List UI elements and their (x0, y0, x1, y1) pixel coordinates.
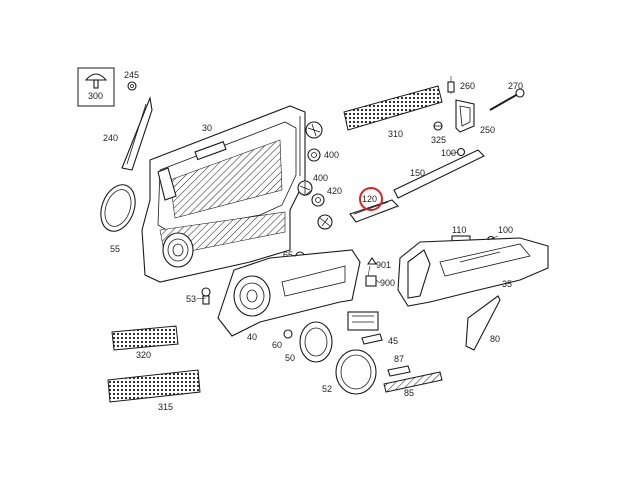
part-260-screw (447, 76, 455, 94)
label-100-b: 100 (498, 225, 513, 235)
label-45: 45 (388, 336, 398, 346)
label-260: 260 (460, 81, 475, 91)
label-50: 50 (285, 353, 295, 363)
label-85: 85 (404, 388, 414, 398)
part-50-speaker-ring (299, 321, 333, 363)
part-53-push-clip (201, 287, 211, 305)
highlight-circle-120 (359, 187, 383, 211)
label-240: 240 (103, 133, 118, 143)
label-315: 315 (158, 402, 173, 412)
label-87: 87 (394, 354, 404, 364)
label-55: 55 (110, 244, 120, 254)
label-40: 40 (247, 332, 257, 342)
label-300: 300 (88, 91, 103, 101)
part-420-screw (311, 193, 325, 207)
part-300-box (77, 67, 115, 107)
label-150: 150 (410, 168, 425, 178)
part-100-clip-upper (456, 147, 466, 157)
part-270-bolt (489, 88, 525, 111)
label-80: 80 (490, 334, 500, 344)
label-30: 30 (202, 123, 212, 133)
part-switch-block (347, 311, 379, 331)
part-80-rear-trim (465, 295, 501, 351)
leader-lines (195, 151, 499, 300)
part-clip-222 (317, 214, 333, 230)
part-30-door-panel (141, 105, 306, 283)
label-65: 65 (283, 250, 293, 260)
label-110: 110 (452, 225, 466, 235)
part-400-clip-upper (305, 121, 323, 139)
label-120: 120 (362, 194, 377, 204)
part-901-clip (366, 257, 378, 265)
part-35-rear-door-panel (397, 237, 549, 307)
part-900-switch (365, 275, 377, 287)
part-52-speaker-ring (335, 349, 377, 395)
part-120-handle (349, 199, 399, 223)
label-53: 53 (186, 294, 196, 304)
part-250-bracket (455, 99, 475, 133)
label-900: 900 (380, 278, 395, 288)
part-325-screw (433, 121, 443, 131)
part-40-lower-panel (217, 249, 361, 337)
label-245: 245 (124, 70, 139, 80)
part-320-grille (111, 325, 179, 351)
label-60: 60 (272, 340, 282, 350)
part-240-mirror-trim (121, 95, 153, 171)
label-420: 420 (327, 186, 342, 196)
part-315-grille (107, 369, 201, 403)
part-60-clip (283, 329, 293, 339)
part-85-strip (383, 371, 443, 393)
label-310: 310 (388, 129, 403, 139)
label-35: 35 (502, 279, 512, 289)
label-325: 325 (431, 135, 446, 145)
part-150-trim-strip (393, 149, 485, 199)
part-400-clip-mid (307, 148, 321, 162)
label-901: 901 (376, 260, 391, 270)
label-270: 270 (508, 81, 523, 91)
label-250: 250 (480, 125, 495, 135)
label-400-b: 400 (313, 173, 328, 183)
part-87-strip (387, 365, 411, 377)
label-100-a: 100 (441, 148, 456, 158)
label-52: 52 (322, 384, 332, 394)
part-45-cover (361, 333, 383, 345)
part-400-clip-lower (297, 180, 313, 196)
part-55-speaker-cover (100, 184, 136, 232)
label-400-a: 400 (324, 150, 339, 160)
part-310-grille (343, 85, 443, 131)
label-320: 320 (136, 350, 151, 360)
part-245-clip (127, 81, 137, 91)
